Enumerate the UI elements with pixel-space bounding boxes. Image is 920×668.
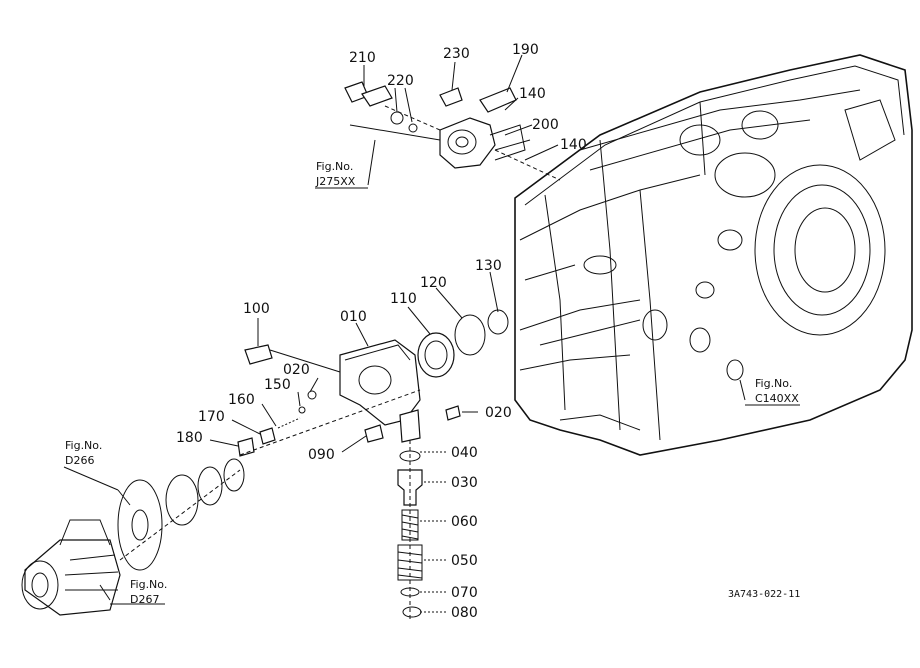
- figure-references: Fig.No. J275XX Fig.No. C140XX Fig.No. D2…: [63, 160, 800, 606]
- part-label-030: 030: [451, 475, 478, 491]
- part-label-180: 180: [176, 430, 203, 446]
- part-label-230: 230: [443, 46, 470, 62]
- valve-stack: [397, 440, 423, 620]
- part-label-120: 120: [420, 275, 447, 291]
- ref-d267-code: D267: [130, 593, 159, 606]
- part-label-220: 220: [387, 73, 414, 89]
- drawing-code: 3A743-022-11: [728, 589, 800, 600]
- ref-d266-code: D266: [65, 454, 94, 467]
- part-label-140-upper: 140: [519, 86, 546, 102]
- part-label-010: 010: [340, 309, 367, 325]
- part-label-060: 060: [451, 514, 478, 530]
- middle-housing: [237, 309, 509, 457]
- part-label-150: 150: [264, 377, 291, 393]
- part-label-210: 210: [349, 50, 376, 66]
- lower-assembly: [21, 458, 245, 616]
- part-label-110: 110: [390, 291, 417, 307]
- upper-assembly: [344, 81, 561, 181]
- part-label-170: 170: [198, 409, 225, 425]
- leader-lines: [99, 54, 746, 613]
- part-label-040: 040: [451, 445, 478, 461]
- part-label-090: 090: [308, 447, 335, 463]
- ref-d267-label: Fig.No.: [130, 578, 167, 591]
- part-label-050: 050: [451, 553, 478, 569]
- part-labels: 210 230 190 220 140 200 140 130 120 110 …: [176, 42, 587, 621]
- part-label-140-lower: 140: [560, 137, 587, 153]
- part-label-070: 070: [451, 585, 478, 601]
- part-label-190: 190: [512, 42, 539, 58]
- ref-c140-label: Fig.No.: [755, 377, 792, 390]
- ref-j275-code: J275XX: [315, 175, 356, 188]
- part-label-020-left: 020: [283, 362, 310, 378]
- ref-c140-code: C140XX: [755, 392, 799, 405]
- part-label-100: 100: [243, 301, 270, 317]
- part-label-080: 080: [451, 605, 478, 621]
- ref-j275-label: Fig.No.: [316, 160, 353, 173]
- transmission-case: [514, 54, 913, 456]
- part-label-160: 160: [228, 392, 255, 408]
- part-label-020-right: 020: [485, 405, 512, 421]
- part-label-200: 200: [532, 117, 559, 133]
- ref-d266-label: Fig.No.: [65, 439, 102, 452]
- part-label-130: 130: [475, 258, 502, 274]
